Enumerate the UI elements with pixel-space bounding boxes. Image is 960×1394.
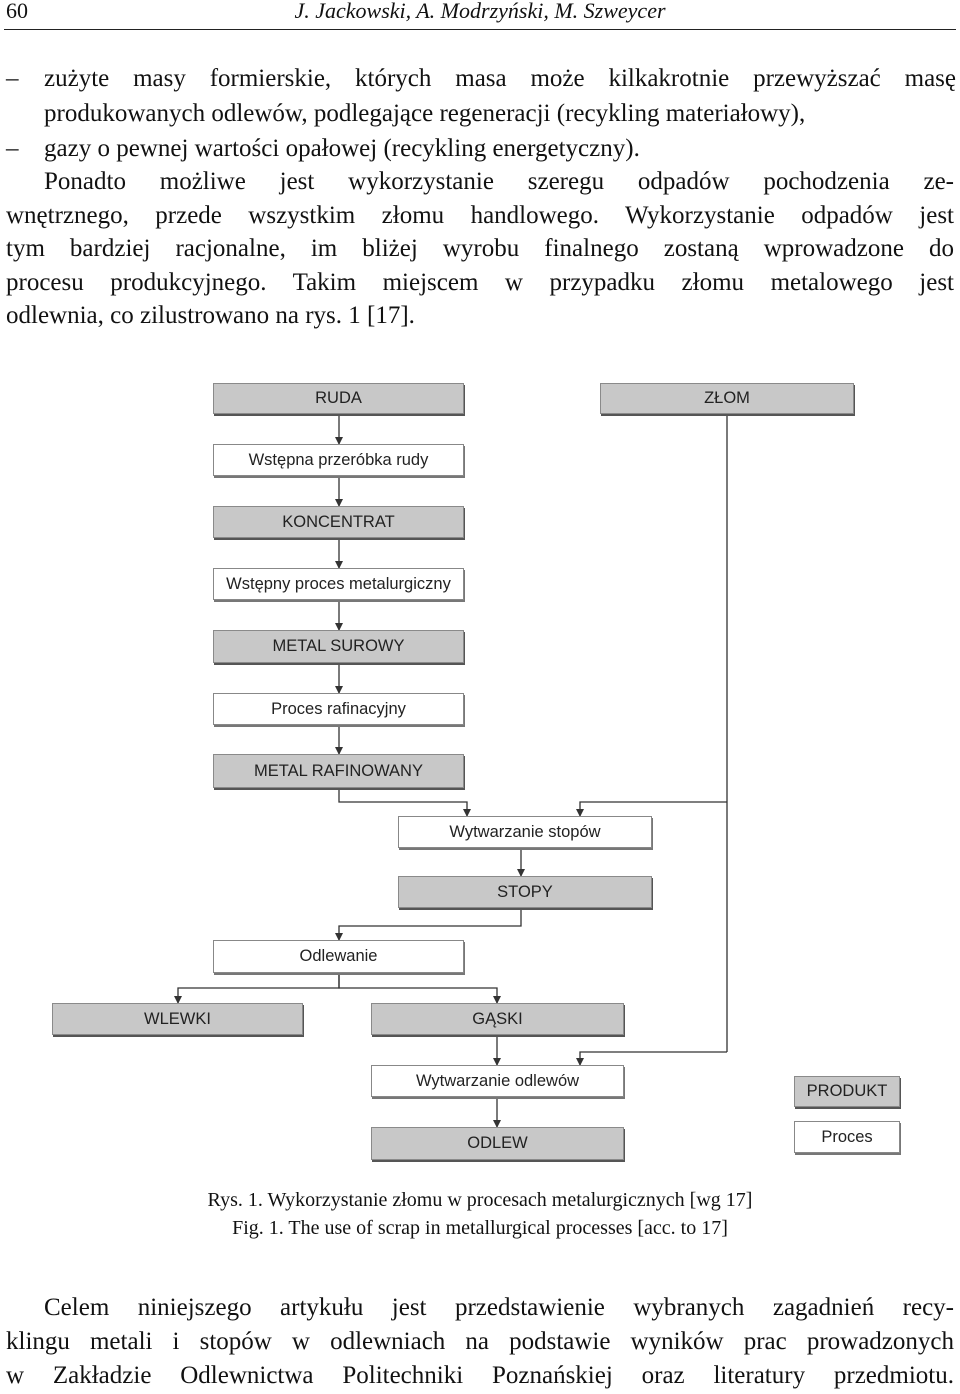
figure-caption-en: Fig. 1. The use of scrap in metallurgica… — [232, 1217, 728, 1239]
arrow-zlom-to-stopy-process — [576, 801, 727, 817]
bullet-item: – gazy o pewnej wartości opałowej (recyk… — [6, 131, 956, 166]
paragraph-line: odlewnia, co zilustrowano na rys. 1 [17]… — [6, 302, 415, 329]
page-number: 60 — [6, 0, 28, 23]
paragraph-line: Ponadto możliwe jest wykorzystanie szere… — [44, 168, 954, 195]
ruda-box: RUDA — [213, 383, 464, 414]
paragraph-line: wnętrznego, przede wszystkim złomu handl… — [6, 201, 954, 229]
header-rule — [4, 29, 956, 30]
bullet-item: – zużyte masy formierskie, których masa … — [6, 61, 956, 131]
paragraph-line: Celem niniejszego artykułu jest przedsta… — [44, 1294, 954, 1321]
paragraph-line: tym bardziej racjonalne, im bliżej wyrob… — [6, 235, 954, 262]
figure-caption-pl: Rys. 1. Wykorzystanie złomu w procesach … — [207, 1189, 753, 1211]
arrow-odlewanie-to-gaski — [338, 973, 501, 1004]
legend-produkt-box: PRODUKT — [794, 1076, 900, 1107]
proces-rafinacyjny-box: Proces rafinacyjny — [213, 693, 464, 725]
paragraph-line: klingu metali i stopów w odlewniach na p… — [6, 1328, 954, 1355]
odlewanie-box: Odlewanie — [213, 940, 464, 973]
wlewki-box: WLEWKI — [52, 1003, 303, 1035]
bullet-line: zużyte masy formierskie, których masa mo… — [44, 65, 956, 92]
arrow-zlom-to-odlewow-process — [576, 1051, 727, 1066]
stopy-box: STOPY — [398, 876, 652, 908]
body-paragraph: Ponadto możliwe jest wykorzystanie szere… — [6, 165, 954, 333]
arrow-stopy-to-odlewanie — [335, 908, 522, 941]
body-paragraph: Celem niniejszego artykułu jest przedsta… — [6, 1291, 954, 1393]
arrow-rafinowany-to-stopy-process — [338, 788, 471, 817]
wstepny-proces-box: Wstępny proces metalurgiczny — [213, 568, 464, 600]
odlew-box: ODLEW — [371, 1127, 624, 1160]
metal-surowy-box: METAL SUROWY — [213, 630, 464, 663]
wstepna-przerobka-box: Wstępna przeróbka rudy — [213, 444, 464, 476]
wytwarzanie-stopow-box: Wytwarzanie stopów — [398, 816, 652, 848]
zlom-box: ZŁOM — [600, 383, 854, 414]
gaski-box: GĄSKI — [371, 1003, 624, 1035]
paragraph-line: procesu produkcyjnego. Takim miejscem w … — [6, 268, 954, 296]
diagram-arrows — [174, 413, 728, 1128]
wytwarzanie-odlewow-box: Wytwarzanie odlewów — [371, 1065, 624, 1097]
metal-rafinowany-box: METAL RAFINOWANY — [213, 754, 464, 788]
running-head: J. Jackowski, A. Modrzyński, M. Szweycer — [294, 0, 666, 23]
scrap-flow-diagram: RUDA ZŁOM Wstępna przeróbka rudy KONCENT… — [0, 370, 960, 1170]
koncentrat-box: KONCENTRAT — [213, 506, 464, 538]
bullet-dash: – — [6, 65, 19, 92]
bullet-line: produkowanych odlewów, podlegające regen… — [44, 100, 806, 127]
arrow-odlewanie-to-wlewki — [174, 973, 340, 1004]
legend-proces-box: Proces — [794, 1121, 900, 1153]
paragraph-line: w Zakładzie Odlewnictwa Politechniki Poz… — [6, 1362, 954, 1389]
bullet-line: gazy o pewnej wartości opałowej (recykli… — [44, 135, 640, 162]
bullet-dash: – — [6, 135, 19, 162]
